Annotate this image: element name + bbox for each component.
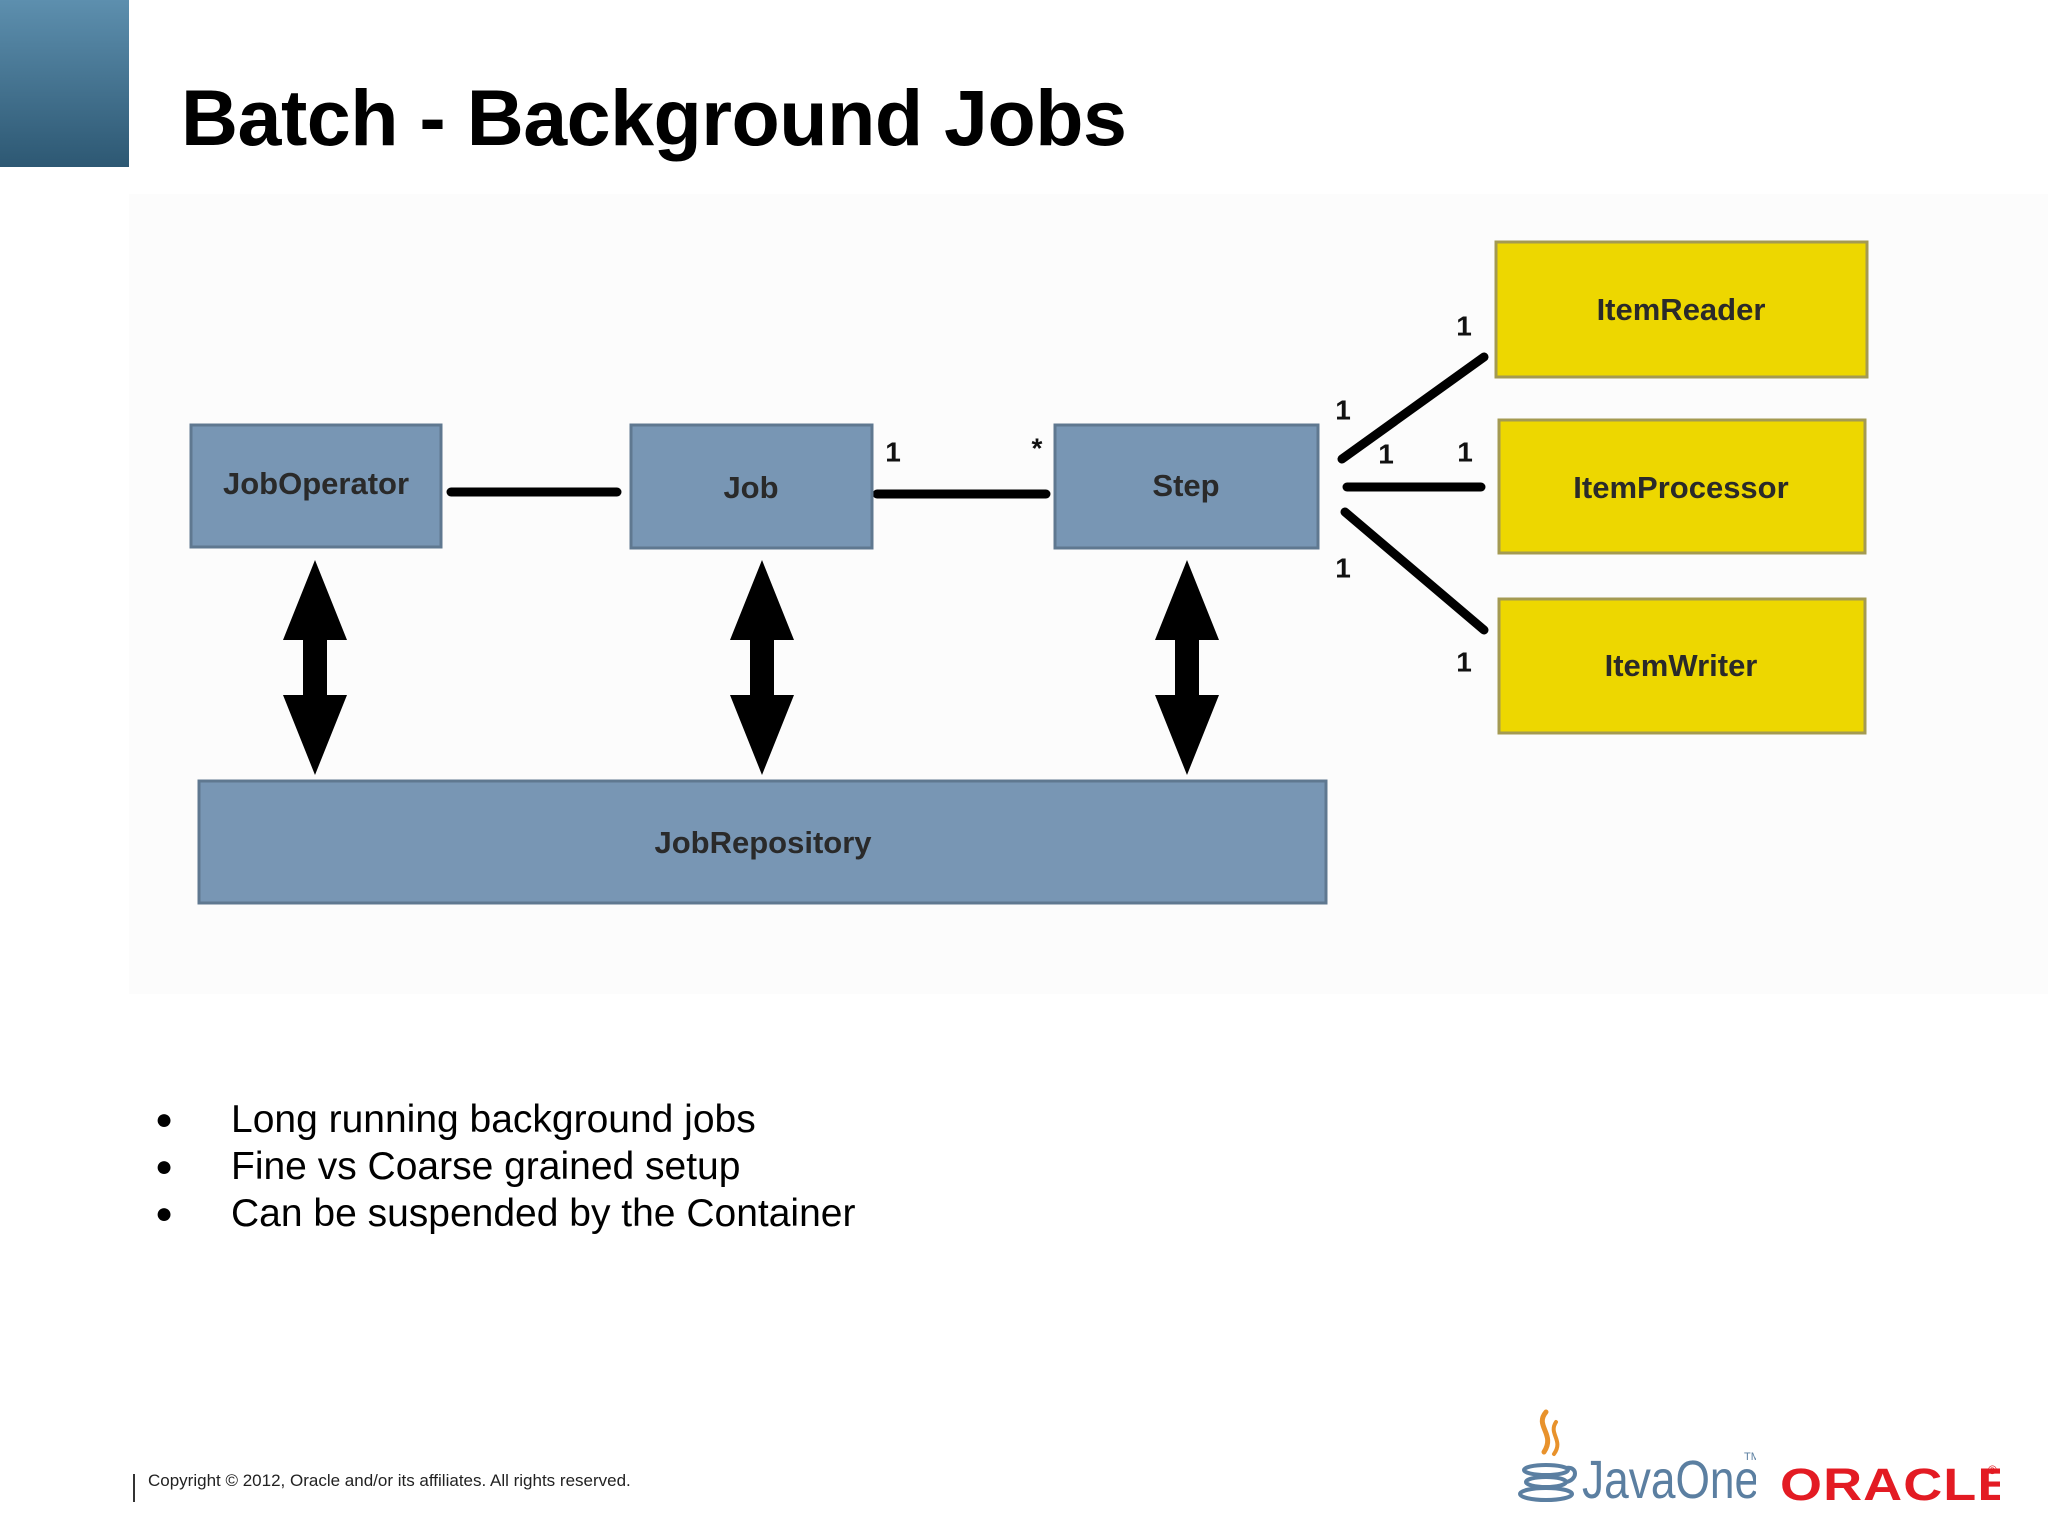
- box-jobrepository-label: JobRepository: [654, 825, 872, 860]
- footer-divider: [133, 1474, 135, 1502]
- box-joboperator-label: JobOperator: [223, 466, 409, 501]
- box-itemprocessor-label: ItemProcessor: [1573, 470, 1788, 505]
- multiplicity-labels: 1 * 1 1 1 1 1 1: [885, 310, 1473, 677]
- bullet-item: ● Fine vs Coarse grained setup: [155, 1143, 855, 1190]
- slide-title: Batch - Background Jobs: [181, 73, 1127, 162]
- corner-accent: [0, 0, 129, 167]
- multiplicity-job-end: 1: [885, 436, 901, 467]
- javaone-logo: JavaOne TM: [1518, 1409, 1756, 1510]
- bullet-dot-icon: ●: [155, 1197, 174, 1230]
- bullet-text: Fine vs Coarse grained setup: [231, 1145, 741, 1188]
- box-itemreader: ItemReader: [1494, 240, 1869, 379]
- double-arrow-icon: [283, 560, 347, 775]
- copyright-notice: Copyright © 2012, Oracle and/or its affi…: [148, 1471, 631, 1490]
- box-jobrepository: JobRepository: [197, 779, 1328, 905]
- box-itemwriter-label: ItemWriter: [1605, 648, 1758, 683]
- box-itemreader-label: ItemReader: [1597, 292, 1766, 327]
- oracle-logo: ORACLE ®: [1780, 1459, 2000, 1510]
- box-step: Step: [1053, 423, 1320, 550]
- box-step-label: Step: [1152, 468, 1219, 503]
- multiplicity-step-reader-reader-end: 1: [1456, 310, 1472, 341]
- multiplicity-step-reader-step-end: 1: [1335, 394, 1351, 425]
- java-cup-icon: [1518, 1409, 1577, 1502]
- javaone-trademark: TM: [1744, 1451, 1756, 1463]
- multiplicity-step-processor-processor-end: 1: [1457, 436, 1473, 467]
- bullet-text: Long running background jobs: [231, 1098, 756, 1141]
- bullet-item: ● Long running background jobs: [155, 1096, 855, 1143]
- box-itemprocessor: ItemProcessor: [1497, 418, 1867, 555]
- box-joboperator: JobOperator: [189, 423, 443, 549]
- multiplicity-step-processor-step-end: 1: [1378, 438, 1394, 469]
- multiplicity-step-writer-step-end: 1: [1335, 552, 1351, 583]
- oracle-wordmark: ORACLE: [1780, 1459, 2000, 1510]
- bullet-text: Can be suspended by the Container: [231, 1192, 856, 1235]
- javaone-wordmark: JavaOne: [1582, 1450, 1756, 1510]
- connectors: [446, 352, 1489, 635]
- connector-step-itemwriter: [1340, 507, 1489, 635]
- bullet-item: ● Can be suspended by the Container: [155, 1190, 855, 1237]
- multiplicity-step-end: *: [1032, 432, 1043, 463]
- oracle-registered-mark: ®: [1988, 1463, 1997, 1477]
- bullet-list: ● Long running background jobs ● Fine vs C…: [155, 1096, 855, 1237]
- bullet-dot-icon: ●: [155, 1150, 174, 1183]
- double-arrow-icon: [1155, 560, 1219, 775]
- double-arrow-icon: [730, 560, 794, 775]
- box-job: Job: [629, 423, 874, 550]
- box-job-label: Job: [723, 470, 778, 505]
- bullet-dot-icon: ●: [155, 1103, 174, 1136]
- multiplicity-step-writer-writer-end: 1: [1456, 646, 1472, 677]
- arrows: [283, 560, 1219, 775]
- box-itemwriter: ItemWriter: [1497, 597, 1867, 735]
- connector-step-itemreader: [1337, 352, 1489, 464]
